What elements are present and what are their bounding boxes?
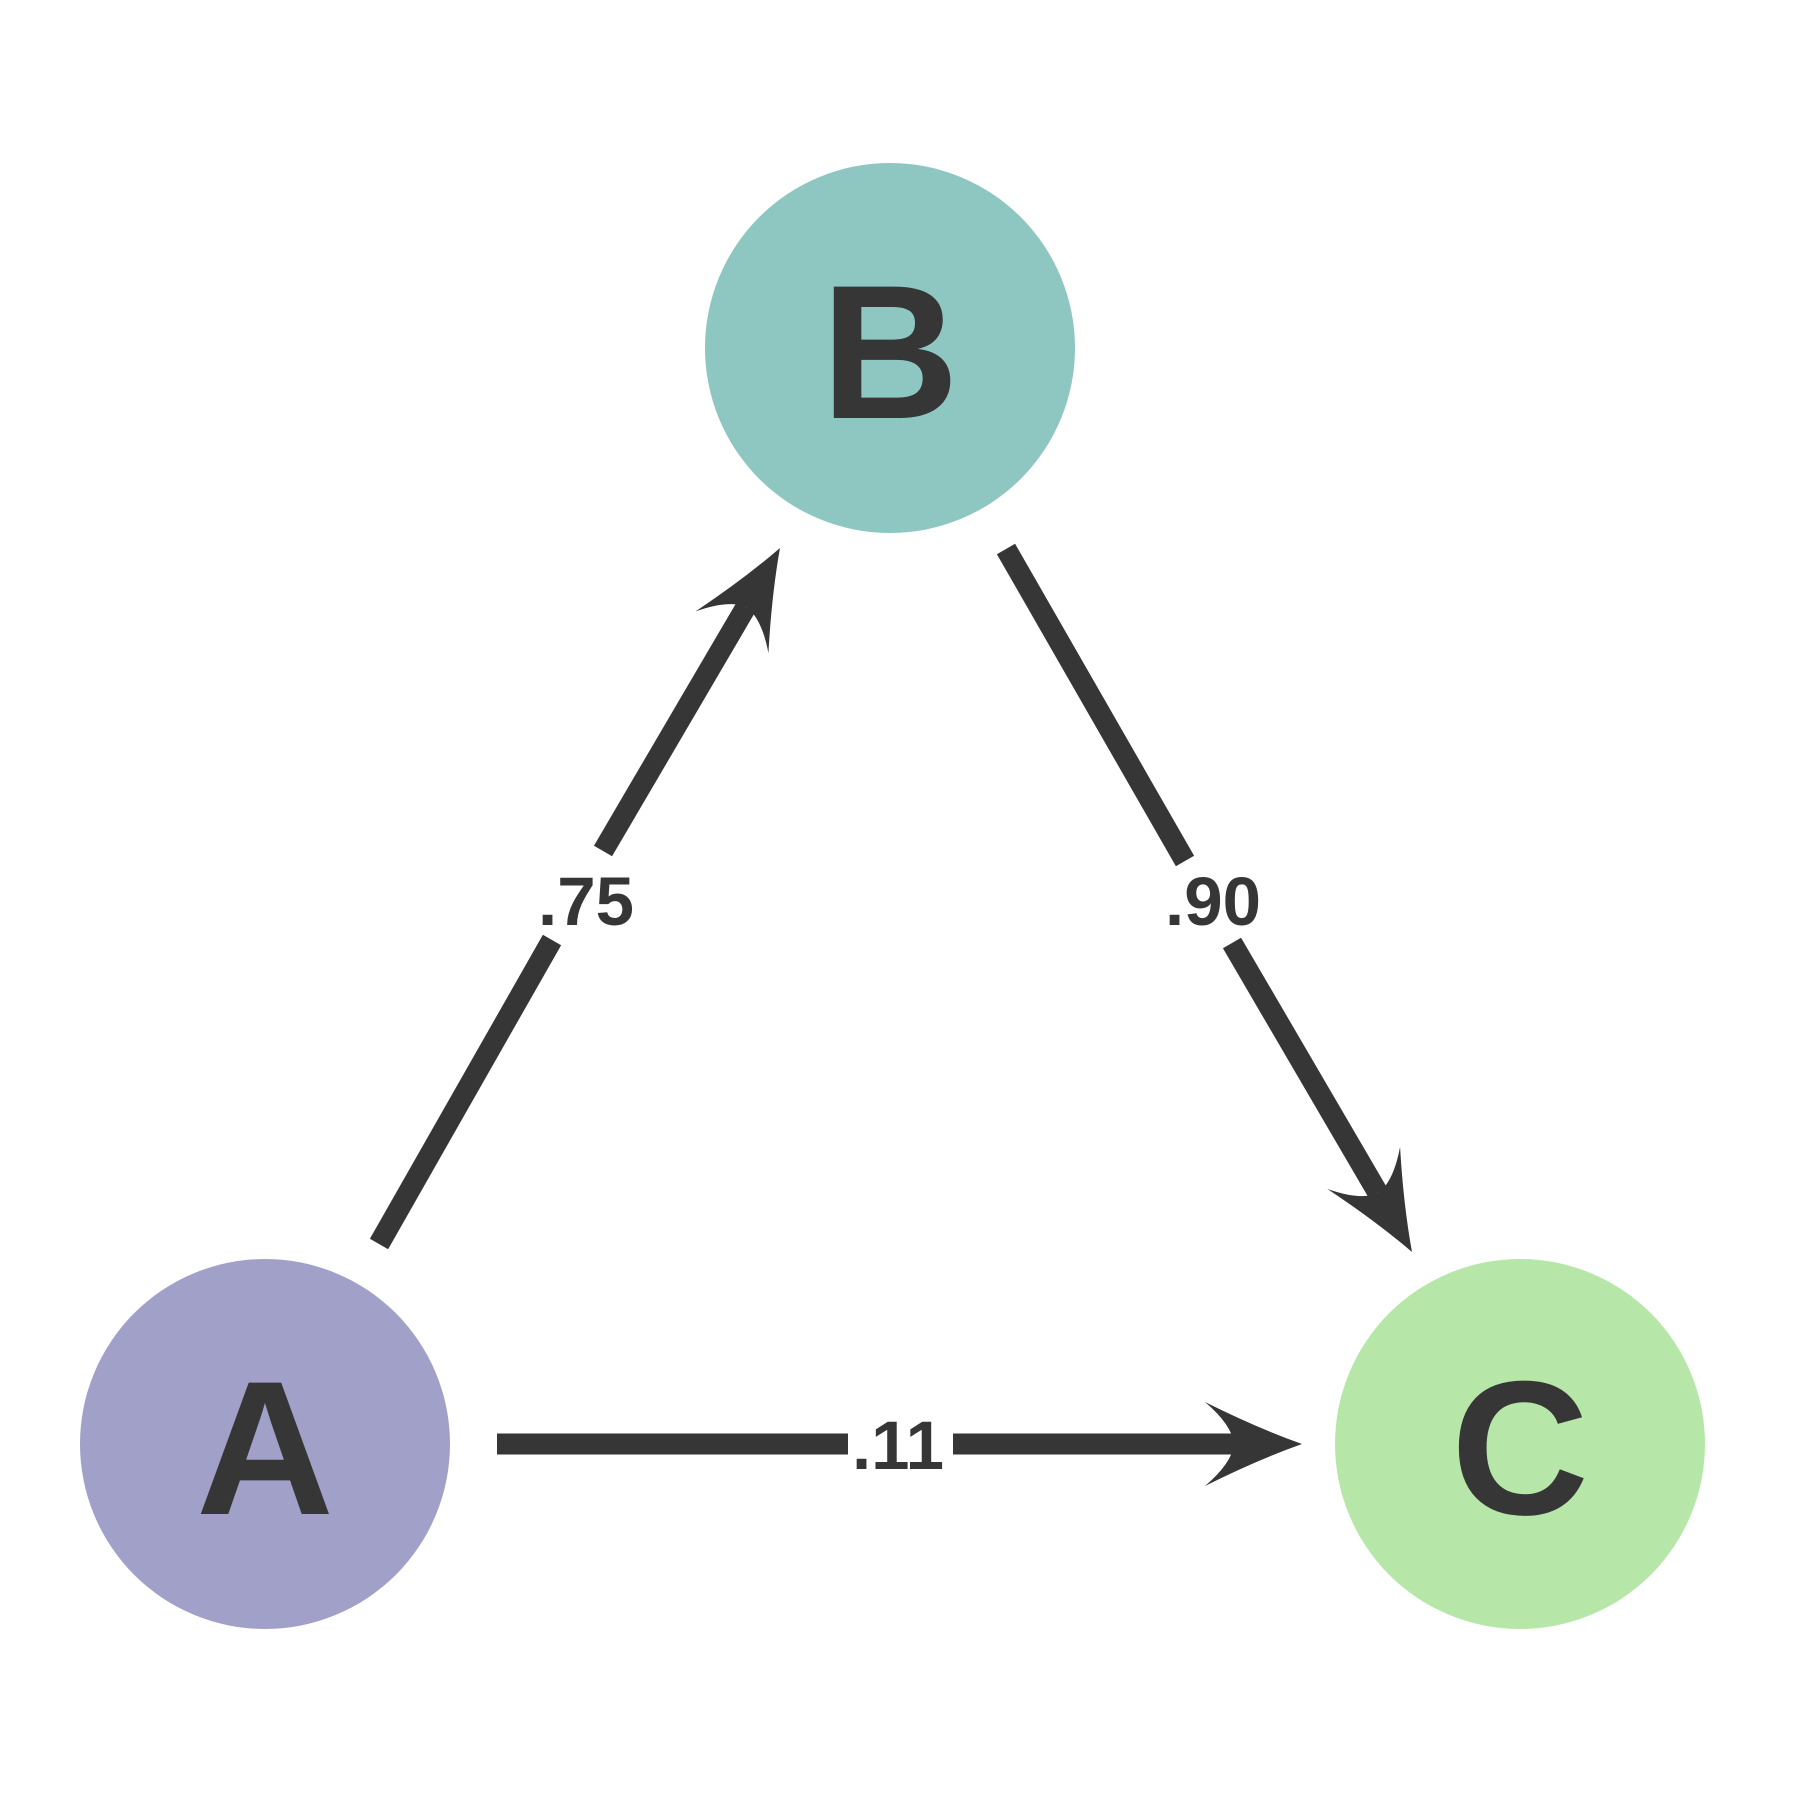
- edge-a-to-c-weight-label: .11: [852, 1407, 944, 1484]
- node-b-circle: [705, 163, 1075, 533]
- edge-a-to-b-segment-upper: [593, 601, 756, 857]
- node-c-circle: [1335, 1259, 1705, 1629]
- node-a-circle: [80, 1259, 450, 1629]
- node-a-label: A: [196, 1342, 334, 1555]
- node-c-label: C: [1451, 1342, 1589, 1555]
- edge-a-to-c-arrowhead-icon: [1205, 1402, 1302, 1486]
- edge-a-to-b-segment-lower: [369, 934, 562, 1250]
- edge-a-to-b-weight-label: .75: [538, 863, 634, 940]
- edge-b-to-c: .90: [996, 543, 1412, 1252]
- node-b: B: [705, 163, 1075, 533]
- edge-b-to-c-arrowhead-icon: [1327, 1146, 1412, 1252]
- edge-b-to-c-segment-upper: [996, 543, 1195, 867]
- node-a: A: [80, 1259, 450, 1629]
- node-c: C: [1335, 1259, 1705, 1629]
- node-b-label: B: [821, 246, 959, 459]
- edge-a-to-b-arrowhead-icon: [695, 548, 780, 654]
- edge-b-to-c-segment-lower: [1222, 937, 1388, 1199]
- edge-b-to-c-weight-label: .90: [1165, 863, 1261, 940]
- edge-a-to-b: .75: [369, 548, 780, 1250]
- edge-a-to-c: .11: [497, 1402, 1302, 1486]
